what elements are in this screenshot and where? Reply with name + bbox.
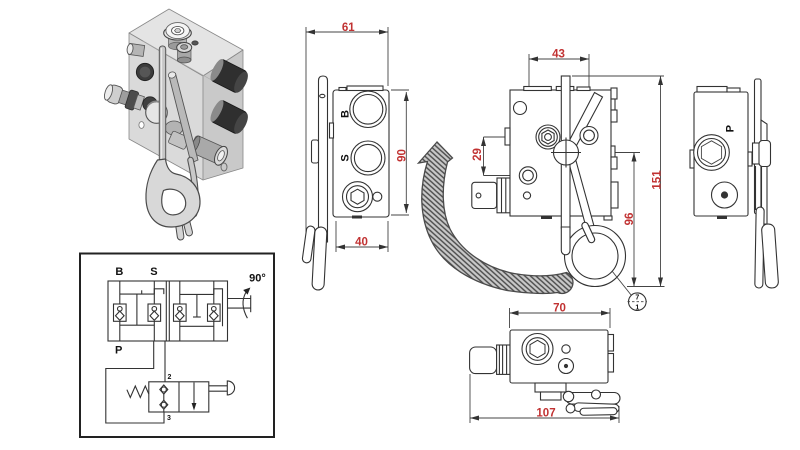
svg-text:S: S [339, 154, 351, 161]
svg-text:43: 43 [552, 49, 565, 61]
svg-text:90: 90 [396, 149, 408, 162]
svg-text:S: S [150, 266, 157, 278]
svg-text:P: P [115, 345, 122, 357]
svg-text:107: 107 [536, 408, 555, 420]
svg-text:40: 40 [355, 237, 368, 249]
svg-text:61: 61 [342, 22, 355, 34]
svg-text:P: P [724, 125, 736, 132]
svg-text:2: 2 [168, 374, 172, 381]
svg-text:3: 3 [167, 415, 171, 422]
svg-text:B: B [339, 110, 351, 118]
svg-text:29: 29 [472, 148, 484, 161]
svg-text:151: 151 [651, 170, 663, 190]
svg-text:1: 1 [635, 305, 639, 312]
svg-text:7: 7 [635, 295, 639, 302]
svg-text:90°: 90° [249, 273, 266, 285]
svg-text:96: 96 [624, 213, 636, 226]
svg-text:B: B [115, 266, 123, 278]
svg-text:70: 70 [553, 303, 566, 315]
